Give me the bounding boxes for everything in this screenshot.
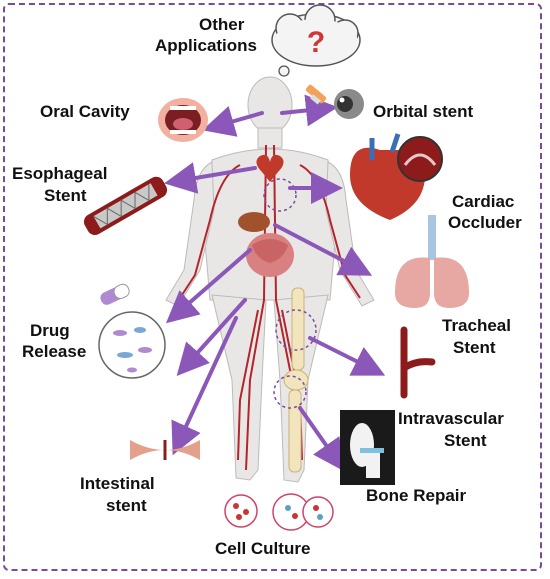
label-cardiac-line1: Cardiac (452, 192, 515, 211)
dashed-border (3, 3, 542, 571)
label-drug-line1: Drug (30, 321, 70, 340)
label-bone-repair: Bone Repair (366, 486, 467, 505)
lungs-icon (395, 215, 469, 308)
capsule-icon (100, 283, 130, 305)
label-other-line1: Other (199, 15, 245, 34)
label-tracheal-line1: Tracheal (442, 316, 511, 335)
knee-icon (340, 410, 395, 485)
mouth-icon (158, 98, 208, 142)
eye-icon (334, 89, 364, 119)
drug-particles-icon (98, 311, 166, 379)
vessel-branch-icon (400, 326, 436, 399)
label-intravascular-line1: Intravascular (398, 409, 504, 428)
label-tracheal-line2: Stent (453, 338, 496, 357)
heart-icon (350, 133, 443, 220)
esophageal-stent-icon (83, 176, 168, 235)
label-orbital-stent: Orbital stent (373, 102, 474, 121)
intestinal-stent-icon (130, 440, 200, 460)
label-other-line2: Applications (155, 36, 258, 55)
label-intestinal-line2: stent (106, 496, 147, 515)
label-drug-line2: Release (22, 342, 87, 361)
label-cell-culture: Cell Culture (215, 539, 311, 558)
highlight-circles (263, 178, 317, 409)
arrows (164, 94, 386, 472)
syringe-icon (305, 84, 327, 105)
thought-cloud-icon (271, 4, 361, 87)
label-esophageal-line1: Esophageal (12, 164, 108, 183)
label-oral-cavity: Oral Cavity (40, 102, 130, 121)
label-intestinal-line1: Intestinal (80, 474, 155, 493)
torso-organs (238, 154, 294, 277)
label-esophageal-line2: Stent (44, 186, 87, 205)
cell-culture-dish-icon (224, 493, 334, 531)
label-cardiac-line2: Occluder (448, 213, 522, 232)
question-mark-text: ? (307, 26, 325, 59)
label-intravascular-line2: Stent (444, 431, 487, 450)
